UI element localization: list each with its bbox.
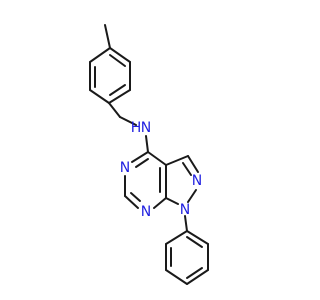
bond-tol-4	[108, 89, 131, 104]
bond-n1-c7a-pz	[165, 197, 179, 205]
bond-n-phenyl	[184, 215, 188, 232]
bond-n2-n1	[187, 189, 197, 203]
bond-ph-double-b	[186, 267, 203, 279]
bond-tol-3	[89, 89, 110, 104]
bond-ph-1	[165, 230, 188, 245]
bond-tol-6	[109, 47, 131, 63]
pyrimidine-n3-label: N	[120, 160, 130, 176]
bond-ph-3	[165, 269, 188, 285]
bond-tol-double-c	[109, 54, 126, 67]
bond-methyl	[104, 24, 111, 49]
amine-nh-label: N H	[131, 120, 152, 136]
bond-c4-n3	[131, 151, 149, 163]
bond-n1-c7a	[153, 197, 167, 209]
bond-c3a-c4	[147, 151, 167, 166]
bond-ph-6	[186, 230, 209, 245]
amine-n-text: N	[141, 120, 151, 136]
bond-benzyl	[108, 102, 121, 118]
atom-label-layer: N H N N N N	[120, 120, 202, 220]
bond-c4-n3-double	[135, 158, 149, 168]
pyrazole-n1-label: N	[180, 202, 190, 218]
bond-nh-c4	[145, 135, 149, 153]
bond-ph-double-c	[186, 236, 203, 248]
bond-layer	[89, 24, 209, 285]
bond-c3-n2	[187, 155, 199, 173]
pyrimidine-n1-label: N	[141, 204, 151, 220]
amine-h-text: H	[131, 120, 142, 136]
bond-c3-n2-double	[182, 162, 192, 176]
bond-tol-1	[89, 47, 111, 63]
bond-c2-n1-double	[130, 192, 141, 202]
bond-c2-n1	[124, 195, 139, 209]
chemical-structure-diagram: N H N N N N	[89, 24, 209, 285]
bond-c3a-c3	[165, 155, 189, 166]
bond-tol-double-b	[109, 84, 126, 96]
bond-ch2-n	[119, 116, 137, 126]
pyrazole-n2-label: N	[192, 173, 202, 189]
bond-ph-4	[186, 269, 209, 285]
